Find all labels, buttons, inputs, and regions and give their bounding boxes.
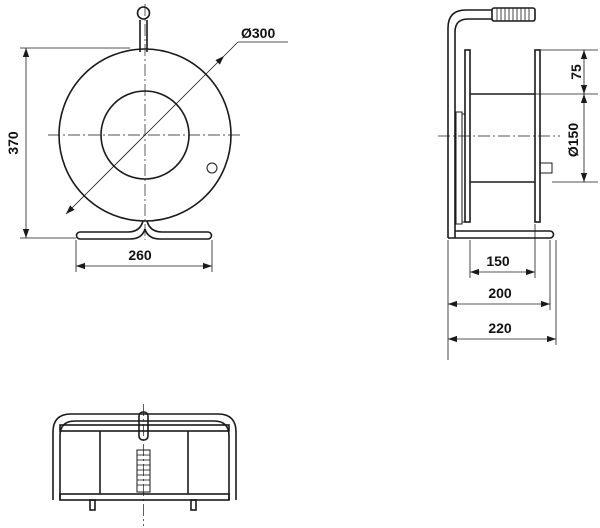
stand-leg-right-bottom xyxy=(144,228,208,240)
outer-diameter-leader xyxy=(223,41,239,57)
outer-diameter-dim-line xyxy=(65,55,225,215)
front-view: Ø300 370 260 xyxy=(5,4,288,272)
top-flange-lower xyxy=(59,493,230,501)
side-view: 75 Ø150 150 200 220 xyxy=(438,7,598,360)
width-label: 260 xyxy=(128,247,152,263)
axle-stub xyxy=(539,162,553,174)
height-label: 370 xyxy=(5,131,21,155)
stand-foot-left xyxy=(75,231,81,240)
frame-outer xyxy=(447,9,492,238)
top-frame-outer xyxy=(52,413,237,500)
inner-diameter-label: Ø150 xyxy=(565,123,581,157)
base-foot xyxy=(549,230,555,239)
frame-inner xyxy=(454,18,492,238)
hub-plate xyxy=(455,111,463,225)
flange-offset-label: 75 xyxy=(568,64,584,80)
stand-leg-left-top xyxy=(80,220,144,233)
top-foot-right xyxy=(190,499,197,511)
handle-knob xyxy=(136,6,151,20)
top-view xyxy=(52,404,237,526)
handle-grip-ribs xyxy=(496,8,530,21)
handle-grip xyxy=(491,7,536,22)
flange-width-label: 200 xyxy=(488,285,512,301)
top-frame-inner xyxy=(59,420,230,500)
hub-plate-inner xyxy=(461,113,466,223)
drum-width-label: 150 xyxy=(486,253,510,269)
stand-leg-left-bottom xyxy=(80,228,146,240)
top-flange-upper xyxy=(59,424,230,432)
stand-leg-right-top xyxy=(146,220,208,233)
overall-width-label: 220 xyxy=(488,320,512,336)
crank-pin xyxy=(206,162,218,174)
outer-diameter-label: Ø300 xyxy=(241,25,275,41)
top-foot-left xyxy=(89,499,96,511)
stand-foot-right xyxy=(207,231,213,240)
